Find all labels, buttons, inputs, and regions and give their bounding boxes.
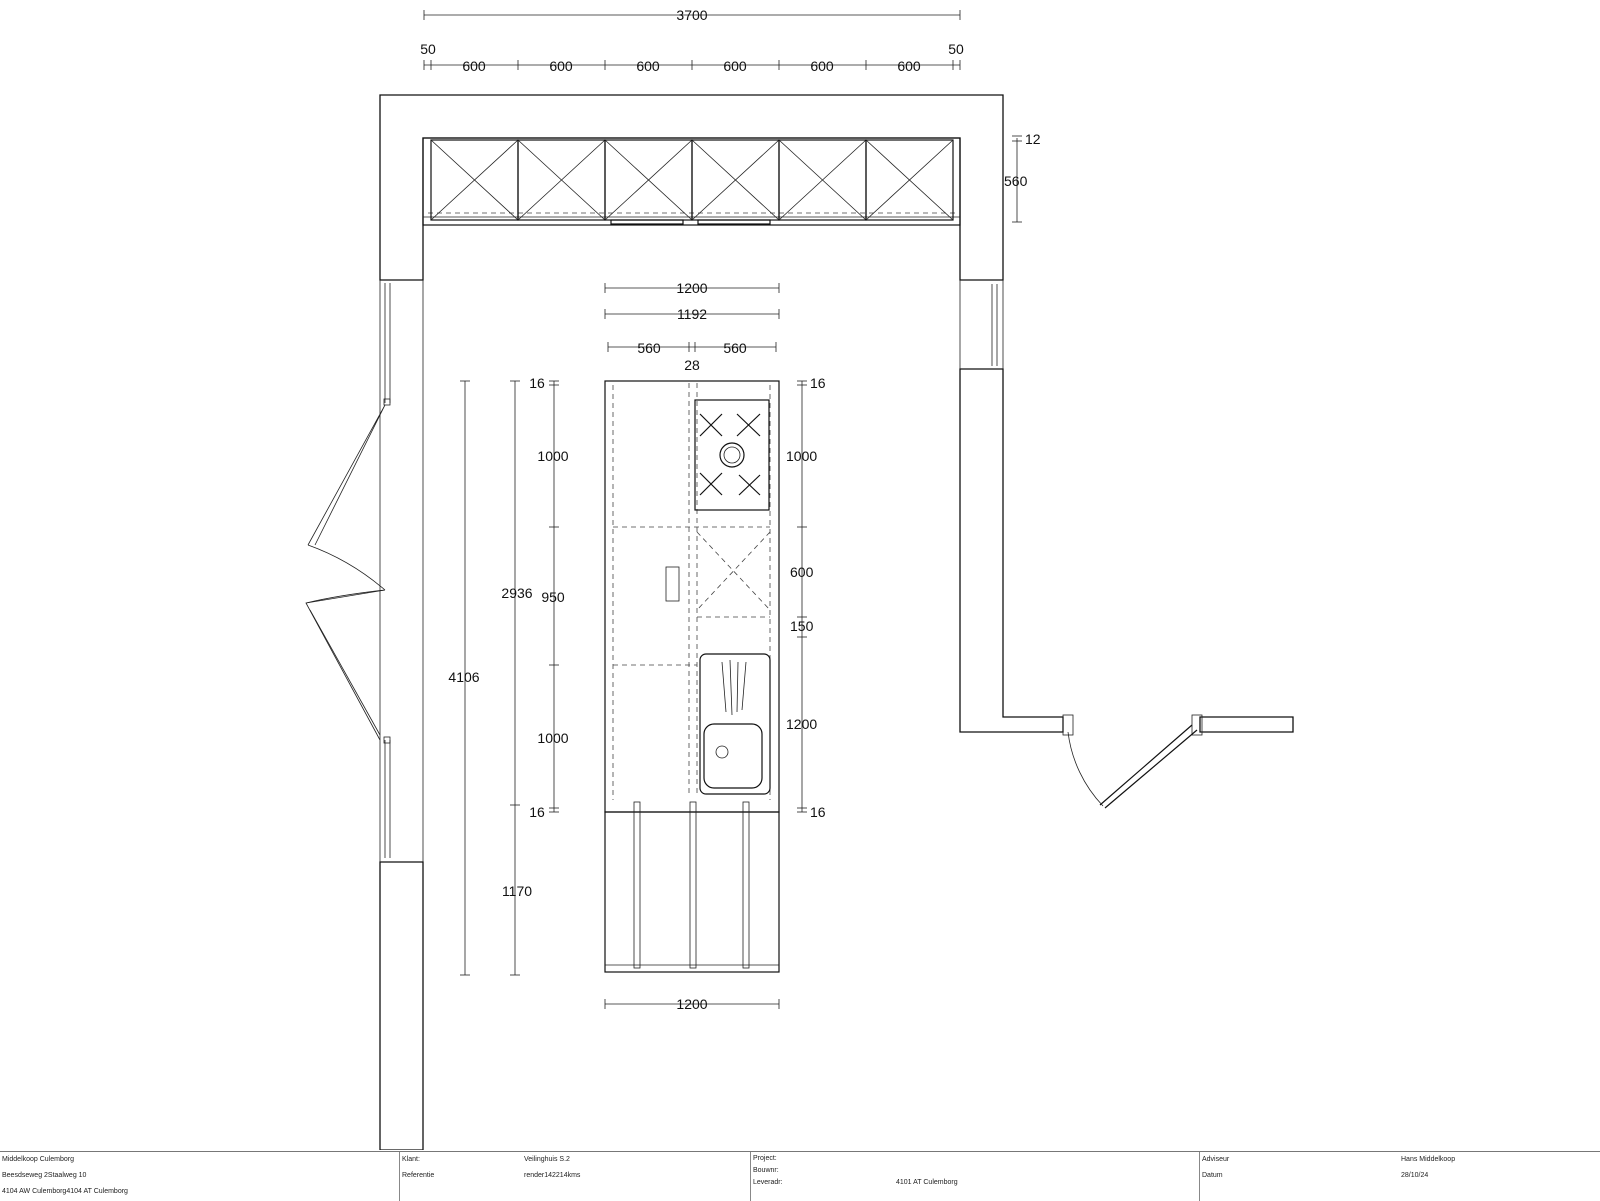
dim-left-seg-top: 1000: [537, 448, 568, 464]
company-address: Beesdseweg 2Staalweg 10: [2, 1172, 87, 1179]
dim-island-top-width: 1192: [677, 306, 707, 322]
hood-strip: [697, 219, 771, 225]
dim-cabinet-width: 600: [462, 58, 486, 74]
title-block: Middelkoop Culemborg Beesdseweg 2Staalwe…: [0, 1151, 1600, 1201]
left-wall-lower: [379, 861, 424, 1150]
dim-cabinet-width: 600: [810, 58, 834, 74]
cooktop: [694, 399, 770, 511]
adviseur-value: Hans Middelkoop: [1401, 1156, 1456, 1163]
dim-left-seg-bottom: 1000: [537, 730, 568, 746]
table-extension: [604, 811, 780, 973]
dim-right-seg-dishwasher: 600: [790, 564, 814, 580]
dim-edge-left: 50: [420, 41, 436, 57]
dim-right-bottom-inset: 16: [810, 804, 826, 820]
dim-left-cabinet-run: 2936: [501, 585, 532, 601]
wall-cabinets: [422, 137, 961, 226]
client-column: Klant: Veilinghuis S.2 Referentie render…: [400, 1152, 751, 1201]
right-wall-lower: [959, 368, 1064, 733]
door: [1062, 714, 1203, 809]
dim-edge-right: 50: [948, 41, 964, 57]
right-wall-stub: [1199, 716, 1294, 733]
sink: [699, 653, 771, 795]
dim-right-seg-sink: 1200: [786, 716, 817, 732]
dim-island-gap: 28: [684, 357, 700, 373]
advisor-column: Adviseur Hans Middelkoop Datum 28/10/24: [1200, 1152, 1600, 1201]
floor-plan-drawing: 3700 50 50 600 600 600 600 600 600 12 56…: [305, 7, 1294, 1150]
company-column: Middelkoop Culemborg Beesdseweg 2Staalwe…: [0, 1152, 400, 1201]
bouwnr-label: Bouwnr:: [753, 1167, 779, 1174]
table-leg: [633, 801, 641, 969]
dim-bottom-width: 1200: [676, 996, 707, 1012]
dim-right-top-inset: 16: [810, 375, 826, 391]
dimension-labels: 3700 50 50 600 600 600 600 600 600 12 56…: [420, 7, 1041, 1012]
klant-label: Klant:: [402, 1156, 420, 1163]
dim-left-seg-mid: 950: [541, 589, 565, 605]
dim-cabinet-width: 600: [723, 58, 747, 74]
window-swing: [305, 404, 386, 741]
dimension-lines: [423, 10, 1022, 1009]
leveradr-label: Leveradr:: [753, 1179, 783, 1186]
wok-burner: [719, 442, 745, 468]
leveradr-value: 4101 AT Culemborg: [896, 1179, 958, 1186]
dim-overall-width: 3700: [676, 7, 707, 23]
hood-strip: [610, 219, 684, 225]
project-column: Project: Bouwnr: Leveradr: 4101 AT Culem…: [751, 1152, 1200, 1201]
datum-value: 28/10/24: [1401, 1172, 1429, 1179]
datum-label: Datum: [1202, 1172, 1223, 1179]
dim-cabinet-width: 600: [897, 58, 921, 74]
wall-cabinet: [865, 139, 954, 221]
company-name: Middelkoop Culemborg: [2, 1156, 74, 1163]
drawer-handle: [665, 566, 680, 602]
dim-right-seg-top: 1000: [786, 448, 817, 464]
project-label: Project:: [753, 1155, 777, 1162]
adviseur-label: Adviseur: [1202, 1156, 1230, 1163]
dim-right-seg-filler: 150: [790, 618, 814, 634]
klant-value: Veilinghuis S.2: [524, 1156, 570, 1163]
dim-island-half-right: 560: [723, 340, 747, 356]
dim-island-half-left: 560: [637, 340, 661, 356]
dim-cabinet-width: 600: [636, 58, 660, 74]
dim-cabinet-width: 600: [549, 58, 573, 74]
dim-wall-cabinet-depth: 560: [1004, 173, 1028, 189]
dim-island-width: 1200: [676, 280, 707, 296]
dim-left-top-inset: 16: [529, 375, 545, 391]
dim-left-overhang: 1170: [502, 883, 532, 899]
island: [604, 380, 780, 973]
room-walls: [379, 94, 1294, 1150]
company-postal: 4104 AW Culemborg4104 AT Culemborg: [2, 1188, 128, 1195]
dim-wall-offset: 12: [1025, 131, 1041, 147]
dim-total-length: 4106: [448, 669, 479, 685]
referentie-label: Referentie: [402, 1172, 435, 1179]
referentie-value: render142214kms: [524, 1172, 581, 1179]
dim-left-bottom-inset: 16: [529, 804, 545, 820]
